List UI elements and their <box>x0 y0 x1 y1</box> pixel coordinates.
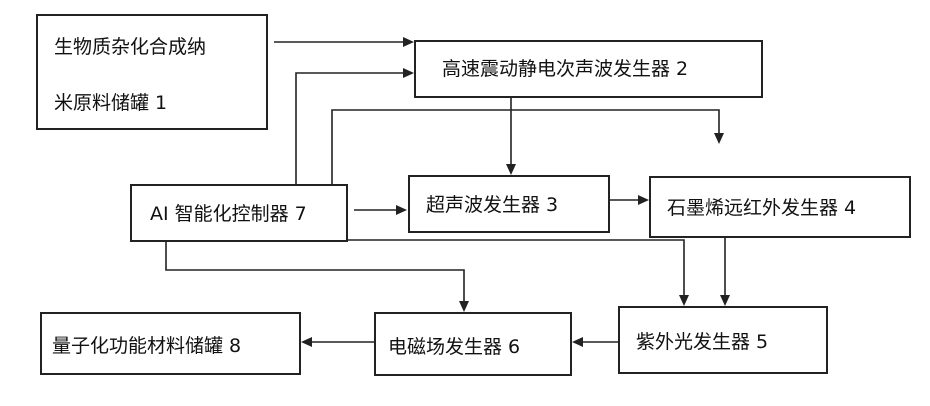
raw-material-tank-label-line2: 米原料储罐 1 <box>54 94 167 113</box>
ultrasonic-generator-box: 超声波发生器 3 <box>408 175 610 233</box>
raw-material-tank-box: 生物质杂化合成纳 米原料储罐 1 <box>36 14 268 130</box>
output-tank-box: 量子化功能材料储罐 8 <box>40 312 301 375</box>
raw-material-tank-label-line1: 生物质杂化合成纳 <box>54 38 206 57</box>
arrow-controller-to-sonic-generator <box>296 73 405 184</box>
ai-controller-label: AI 智能化控制器 7 <box>150 205 307 224</box>
uv-generator-box: 紫外光发生器 5 <box>618 306 828 374</box>
arrow-controller-to-em-generator <box>166 242 464 303</box>
arrow-controller-to-uv <box>348 240 684 297</box>
arrowhead <box>396 205 407 215</box>
infrared-generator-label: 石墨烯远红外发生器 4 <box>667 199 856 218</box>
output-tank-label: 量子化功能材料储罐 8 <box>52 337 241 356</box>
arrowhead <box>572 337 583 347</box>
em-generator-label: 电磁场发生器 6 <box>388 338 520 357</box>
infrared-generator-box: 石墨烯远红外发生器 4 <box>649 176 911 238</box>
ultrasonic-generator-label: 超声波发生器 3 <box>426 196 558 215</box>
arrowhead <box>720 295 730 306</box>
sonic-generator-box: 高速震动静电次声波发生器 2 <box>414 40 763 98</box>
uv-generator-label: 紫外光发生器 5 <box>636 333 768 352</box>
arrowhead <box>679 295 689 306</box>
arrowhead <box>459 301 469 312</box>
arrowhead <box>403 68 414 78</box>
arrowhead <box>301 337 312 347</box>
ai-controller-box: AI 智能化控制器 7 <box>130 184 348 242</box>
arrow-controller-to-infrared <box>332 110 719 184</box>
arrowhead <box>403 37 414 47</box>
arrowhead <box>506 164 516 175</box>
sonic-generator-label: 高速震动静电次声波发生器 2 <box>442 60 688 79</box>
arrowhead <box>714 133 724 144</box>
arrowhead <box>638 195 649 205</box>
em-generator-box: 电磁场发生器 6 <box>374 312 572 376</box>
